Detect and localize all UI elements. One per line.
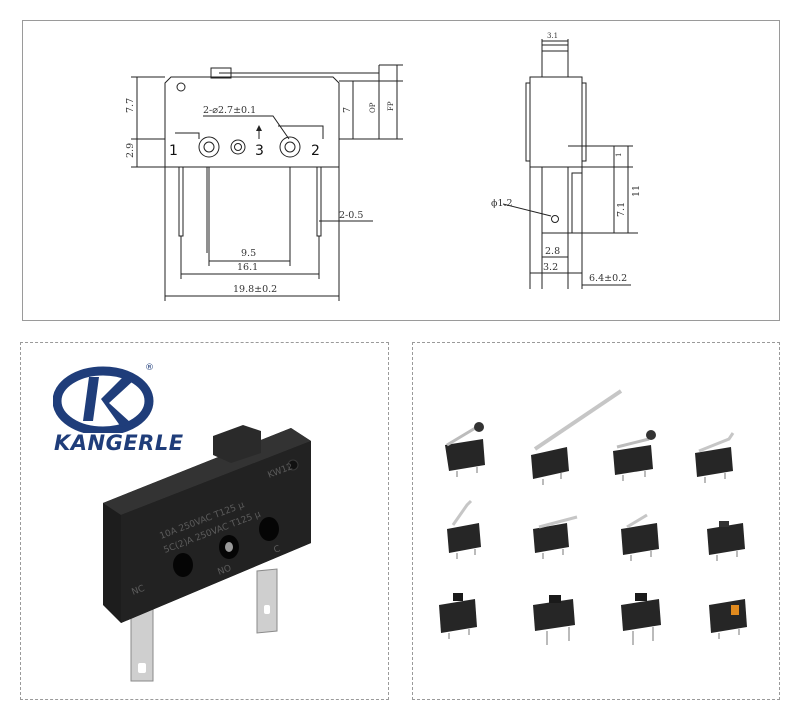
variant-short-hook-lever (695, 432, 735, 483)
variant-short-lever (621, 513, 659, 561)
dim-op: OP (369, 102, 377, 113)
hole-center (230, 139, 246, 155)
brand-logo (53, 366, 154, 433)
product-photo-panel: ® KANGERLE KW12 10A 250VAC T125 μ 5C(2)A… (20, 342, 389, 700)
registered-mark: ® (145, 363, 154, 373)
variant-plunger (707, 521, 745, 561)
hole-c (259, 517, 279, 541)
hole-dia-label: ϕ1.2 (491, 198, 513, 209)
variant-pcb-terminal-2 (621, 593, 661, 645)
side-terminal (541, 166, 569, 234)
dim-6-4: 6.4±0.2 (589, 273, 627, 284)
mount-hole (176, 82, 186, 92)
pin-1-label: 1 (169, 143, 178, 159)
hole-left (198, 136, 220, 158)
hole-right (279, 136, 301, 158)
variants-panel (412, 342, 780, 700)
variant-orange-button (709, 599, 747, 639)
microswitch-photo: KW12 10A 250VAC T125 μ 5C(2)A 250VAC T12… (103, 425, 311, 682)
side-body-outline (529, 76, 583, 168)
variant-bent-lever (447, 499, 481, 559)
dim-19-8: 19.8±0.2 (233, 284, 277, 295)
dim-3-2: 3.2 (543, 262, 558, 273)
dim-height-7-7: 7.7 (125, 98, 136, 113)
dimension-drawing: 7.7 2.9 2-⌀2.7±0.1 7 OP FP 1 3 2 2-0.5 9… (125, 32, 642, 301)
brand-name: KANGERLE (54, 431, 184, 455)
terminal-1 (178, 167, 184, 237)
dim-1: 1 (615, 153, 623, 157)
terminal-width-label: 2-0.5 (339, 210, 363, 221)
variants-grid (439, 389, 747, 645)
variant-straight-lever (533, 515, 578, 559)
c-marking: C (272, 544, 281, 556)
side-actuator (541, 44, 569, 78)
pin-3-label: 3 (255, 143, 264, 159)
technical-drawing-panel: 7.7 2.9 2-⌀2.7±0.1 7 OP FP 1 3 2 2-0.5 9… (22, 20, 780, 321)
hole-callout-label: 2-⌀2.7±0.1 (203, 105, 256, 116)
dim-16-1: 16.1 (237, 262, 258, 273)
terminal-hole (551, 215, 559, 223)
variant-roller-lever-2 (613, 430, 656, 481)
terminal-2 (316, 167, 322, 237)
dim-3-1: 3.1 (547, 32, 558, 40)
dim-height-2-9: 2.9 (125, 143, 136, 158)
variant-roller-lever (445, 422, 485, 477)
switch-actuator (213, 425, 261, 463)
dim-7: 7 (342, 107, 353, 113)
dim-7-1: 7.1 (616, 202, 627, 217)
dim-2-8: 2.8 (545, 246, 560, 257)
dim-9-5: 9.5 (241, 248, 256, 259)
dim-fp: FP (387, 101, 395, 111)
hole-nc (173, 553, 193, 577)
variant-pin-plunger (439, 593, 477, 639)
terminal-right (256, 568, 278, 634)
pin-2-label: 2 (311, 143, 320, 159)
nc-marking: NC (130, 584, 146, 598)
dim-11: 11 (631, 185, 642, 197)
variant-pcb-terminal (533, 595, 575, 645)
variant-long-lever (531, 389, 623, 485)
no-marking: NO (216, 564, 232, 578)
